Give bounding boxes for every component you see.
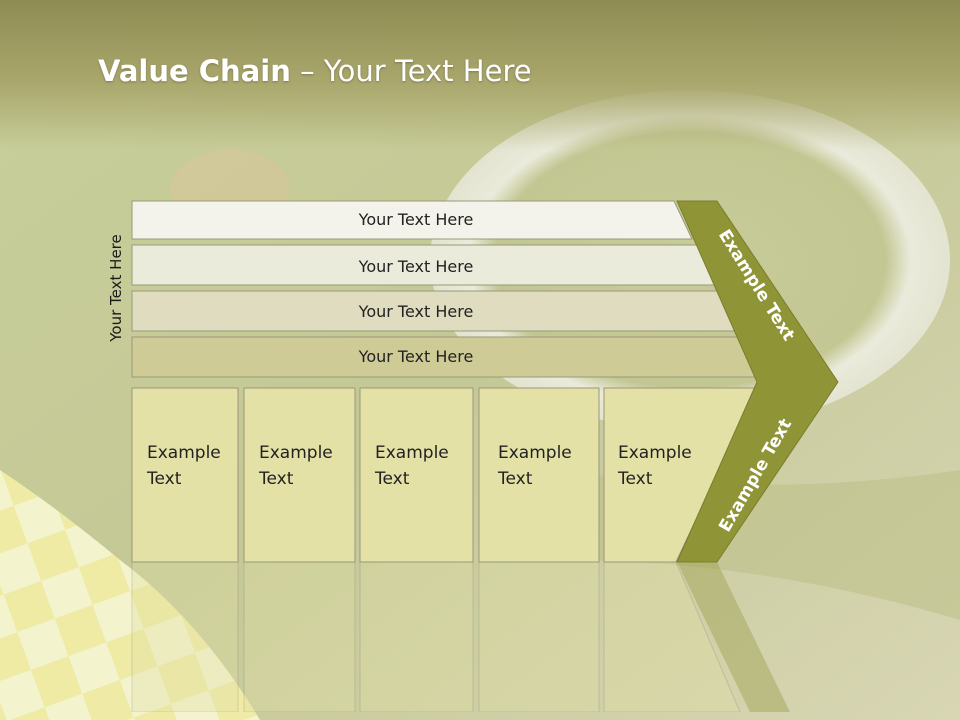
cell-3-line1: Example bbox=[375, 443, 449, 463]
cell-5-line2: Text bbox=[618, 469, 653, 489]
cell-4-text: Example Text bbox=[498, 440, 572, 492]
cell-2-text: Example Text bbox=[259, 440, 333, 492]
title-bold: Value Chain bbox=[98, 54, 291, 88]
cell-4-line2: Text bbox=[498, 469, 533, 489]
cell-2-line1: Example bbox=[259, 443, 333, 463]
cell-3-line2: Text bbox=[375, 469, 410, 489]
cell-5 bbox=[603, 387, 759, 563]
row-3-label: Your Text Here bbox=[358, 302, 474, 321]
cell-5-line1: Example bbox=[618, 443, 692, 463]
title-rest: – Your Text Here bbox=[290, 54, 532, 88]
slide-title: Value Chain – Your Text Here bbox=[98, 54, 532, 88]
cell-1 bbox=[131, 387, 239, 563]
row-4-label: Your Text Here bbox=[358, 347, 474, 366]
cell-1-line2: Text bbox=[147, 469, 182, 489]
chevron-arrow bbox=[676, 200, 839, 563]
cell-1-text: Example Text bbox=[147, 440, 221, 492]
cell-3 bbox=[359, 387, 474, 563]
row-1 bbox=[131, 200, 693, 240]
cell-4-line1: Example bbox=[498, 443, 572, 463]
cell-2 bbox=[243, 387, 356, 563]
reflection bbox=[131, 562, 790, 712]
title-band bbox=[0, 0, 960, 150]
cell-5-text: Example Text bbox=[618, 440, 692, 492]
row-1-label: Your Text Here bbox=[358, 210, 474, 229]
row-2-label: Your Text Here bbox=[358, 257, 474, 276]
cell-3-text: Example Text bbox=[375, 440, 449, 492]
cell-4 bbox=[478, 387, 600, 563]
cell-2-line2: Text bbox=[259, 469, 294, 489]
cell-1-line1: Example bbox=[147, 443, 221, 463]
